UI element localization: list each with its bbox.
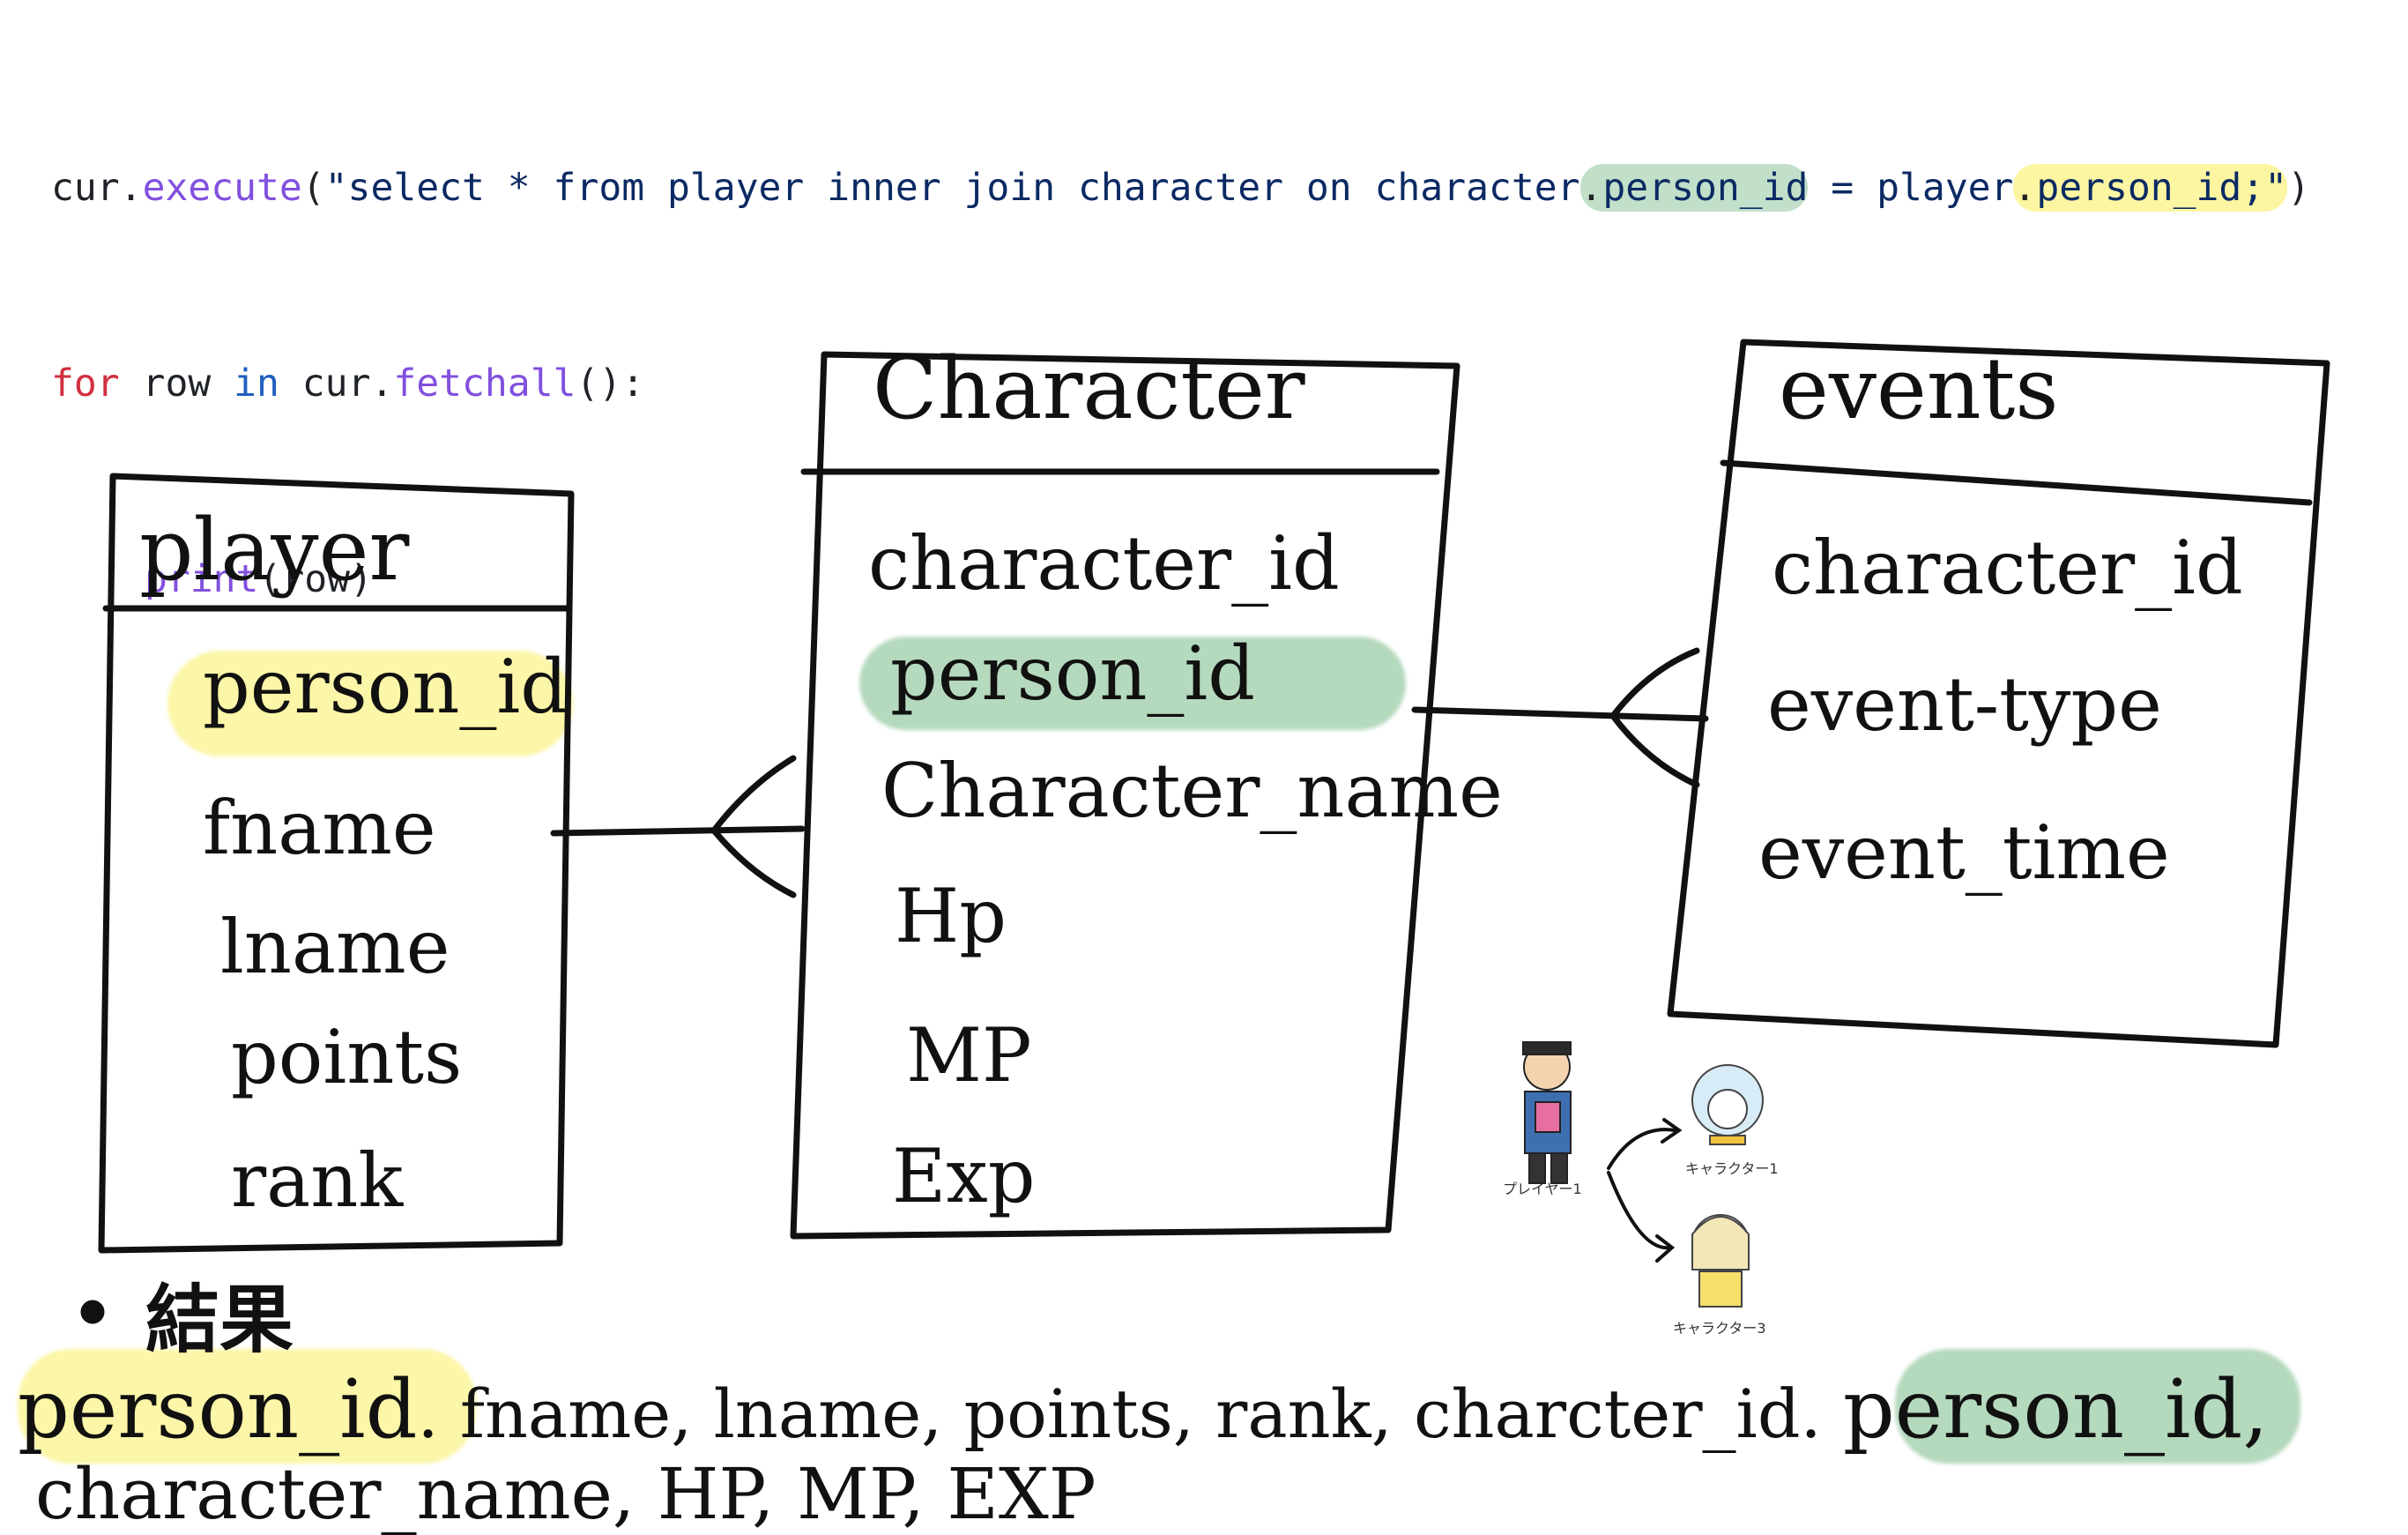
code-method: execute: [142, 166, 302, 210]
result-heading: 結果: [145, 1277, 294, 1363]
events-header-divider: [1720, 459, 2313, 506]
character-field: Character_name: [881, 748, 1503, 834]
code-keyword: for: [51, 361, 120, 406]
code-highlight-green: person_id: [1602, 166, 1809, 210]
code-highlight-yellow: person_id;": [2036, 166, 2288, 210]
player-field: points: [231, 1014, 463, 1100]
character-field: person_id: [890, 630, 1256, 717]
character1-illustration: [1691, 1064, 1764, 1145]
result-bullet: [80, 1300, 105, 1324]
player-field: rank: [231, 1137, 404, 1224]
events-field: event-type: [1767, 661, 2162, 748]
code-string: "select * from player inner join charact…: [324, 166, 1580, 210]
highlight-green-result: [1895, 1349, 2300, 1464]
character3-illustration: [1691, 1214, 1750, 1308]
character-field: character_id: [868, 520, 1340, 607]
code-token: ): [2287, 166, 2310, 210]
code-token: (row): [258, 557, 373, 601]
player-field: person_id: [203, 644, 569, 730]
code-method: fetchall: [393, 361, 576, 406]
crowfoot-events-b: [1609, 712, 1700, 788]
arrow-player-char3: [1607, 1171, 1672, 1250]
result-line-1: person_id. fname, lname, points, rank, c…: [18, 1362, 2269, 1457]
player-field: lname: [220, 904, 450, 990]
events-field: event_time: [1758, 809, 2170, 896]
events-table-box: [1667, 339, 2330, 1048]
connector-player-character: [550, 825, 806, 837]
crowfoot-events-a: [1609, 647, 1700, 719]
code-token: row: [119, 361, 234, 406]
code-token: ():: [576, 361, 645, 406]
code-block: cur.execute("select * from player inner …: [51, 25, 2310, 677]
result-columns: . fname, lname, points, rank, charcter_i…: [417, 1375, 1843, 1453]
events-field: character_id: [1772, 525, 2243, 611]
result-fk-green: person_id: [1842, 1362, 2243, 1457]
code-token: .: [119, 166, 143, 210]
character-field: Exp: [892, 1133, 1036, 1219]
code-line-2: for row in cur.fetchall():: [51, 351, 2310, 416]
player-field: fname: [203, 785, 436, 871]
code-token: cur: [51, 166, 120, 210]
arrow-player-char1: [1607, 1128, 1676, 1170]
player-table-title: player: [139, 501, 410, 600]
code-function: print: [145, 557, 259, 601]
code-keyword: in: [234, 361, 279, 406]
code-string: = player: [1808, 166, 2014, 210]
result-line-2: character_name, HP, MP, EXP: [35, 1453, 1096, 1535]
character-field: Hp: [895, 873, 1007, 959]
player-table-box: [98, 473, 575, 1254]
code-line-3: print(row): [51, 547, 2310, 612]
code-token: .: [2013, 166, 2037, 210]
code-line-1: cur.execute("select * from player inner …: [51, 155, 2310, 220]
code-token: (: [301, 166, 325, 210]
crowfoot-character-a: [710, 755, 797, 834]
highlight-yellow-player: [167, 651, 573, 756]
character3-caption: キャラクター3: [1673, 1320, 1766, 1337]
player-illustration: [1522, 1041, 1572, 1184]
connector-character-events: [1411, 706, 1709, 722]
result-comma: ,: [2242, 1362, 2269, 1457]
code-token: cur.: [279, 361, 394, 406]
character1-caption: キャラクター1: [1685, 1160, 1779, 1177]
highlight-yellow-result: [18, 1349, 476, 1464]
code-token: .: [1579, 166, 1603, 210]
character-table-title: Character: [873, 339, 1305, 438]
result-pk-yellow: person_id: [18, 1362, 418, 1457]
highlight-green-character: [859, 637, 1406, 730]
events-table-title: events: [1779, 339, 2059, 438]
character-table-box: [790, 351, 1460, 1240]
crowfoot-character-b: [710, 827, 797, 898]
character-field: MP: [906, 1012, 1032, 1099]
player-caption: プレイヤー1: [1503, 1181, 1582, 1197]
